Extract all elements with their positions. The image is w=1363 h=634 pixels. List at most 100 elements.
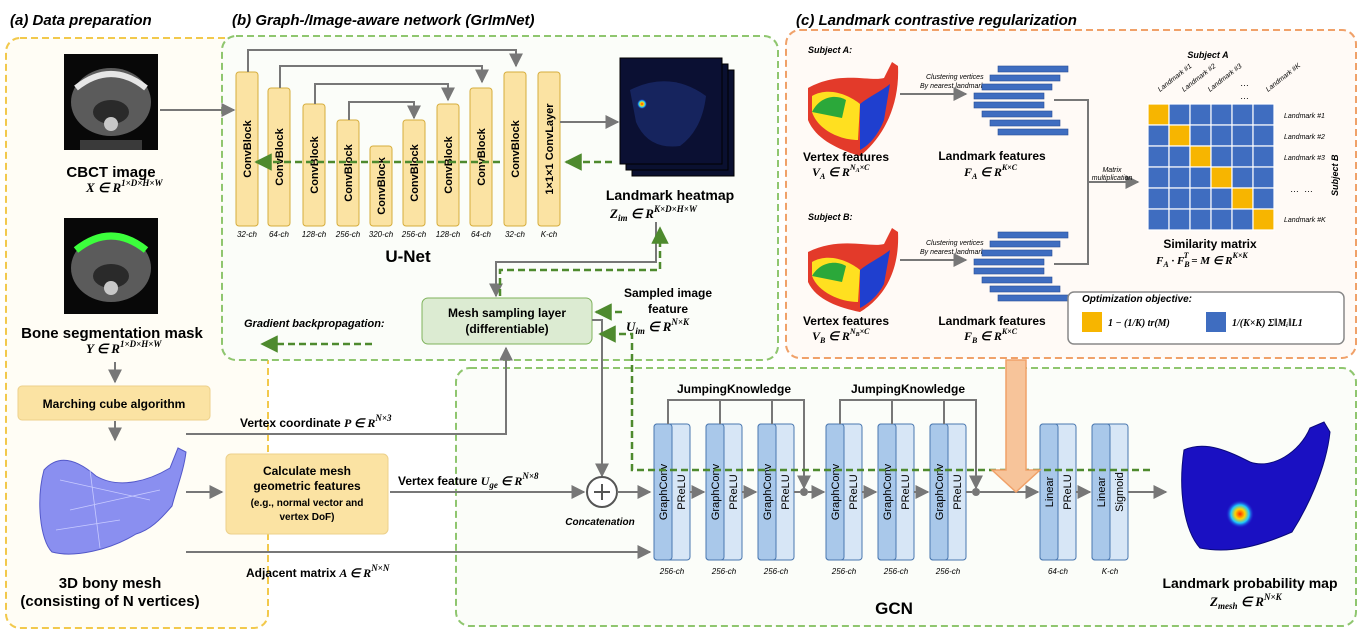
- sim-cell: [1231, 103, 1254, 126]
- marching-cube-box: [17, 385, 211, 421]
- subject-a-label: Subject A:: [808, 45, 852, 55]
- cluster-b-2: By nearest landmark: [920, 249, 985, 256]
- grad-label: Gradient backpropagation:: [244, 318, 385, 330]
- sim-cell: [1210, 145, 1233, 168]
- row-ellipsis-2: …: [1304, 184, 1313, 194]
- convblock-ch-6: 256-ch: [401, 230, 427, 239]
- convblock-label-7: ConvBlock: [443, 135, 455, 193]
- convblock-label-5: ConvBlock: [376, 156, 388, 214]
- cluster-a-2: By nearest landmark: [920, 83, 985, 90]
- sim-cell: [1231, 166, 1254, 189]
- jk2-label: JumpingKnowledge: [851, 382, 965, 396]
- subject-a-mesh: [808, 62, 899, 156]
- fb-math: FB ∈ RK×C: [963, 327, 1018, 345]
- matmul-1: Matrix: [1102, 167, 1122, 174]
- convblock-label-8: ConvBlock: [476, 127, 488, 185]
- block-b-label: PReLU: [676, 474, 688, 510]
- cbct-math: X ∈ R1×D×H×W: [85, 178, 164, 195]
- landmark-heatmap-stack: [619, 57, 735, 177]
- sim-cell: [1147, 166, 1170, 189]
- vb-math: VB ∈ RNB×C: [812, 327, 870, 345]
- geo-line3: (e.g., normal vector and: [251, 498, 364, 509]
- mask-math: Y ∈ R1×D×H×W: [86, 339, 162, 356]
- feature-bar: [981, 110, 1053, 118]
- sim-cell: [1252, 187, 1275, 210]
- sim-cell: [1189, 103, 1212, 126]
- va-math: VA ∈ RNA×C: [812, 163, 870, 181]
- block-b-label: PReLU: [780, 474, 792, 510]
- sim-cell: [1168, 166, 1191, 189]
- bony-mesh: [39, 447, 187, 555]
- block-b-label: PReLU: [900, 474, 912, 510]
- mask-title: Bone segmentation mask: [21, 325, 203, 342]
- contrastive-arrow: [990, 359, 1042, 494]
- sim-cell: [1252, 124, 1275, 147]
- sim-cell: [1168, 187, 1191, 210]
- feature-bar: [997, 231, 1069, 239]
- feature-bar: [989, 240, 1061, 248]
- subject-b-side: Subject B: [1330, 154, 1340, 196]
- row-label-1: Landmark #1: [1284, 113, 1325, 120]
- block-b-label: Sigmoid: [1114, 472, 1126, 512]
- sim-cell: [1168, 103, 1191, 126]
- heatmap-math: Zim ∈ RK×D×H×W: [609, 204, 698, 223]
- feature-bar: [997, 65, 1069, 73]
- cbct-title: CBCT image: [66, 164, 155, 181]
- landmark-feat-a: Landmark features: [938, 149, 1046, 163]
- sim-cell: [1252, 145, 1275, 168]
- heatmap-title: Landmark heatmap: [606, 187, 734, 203]
- mesh-sampling-box: [421, 297, 593, 345]
- feature-bar: [973, 267, 1045, 275]
- subject-a-top: Subject A: [1187, 50, 1228, 60]
- opt-title: Optimization objective:: [1082, 294, 1192, 305]
- sim-cell: [1210, 103, 1233, 126]
- sim-cell-diagonal: [1231, 187, 1254, 210]
- section-b-title: (b) Graph-/Image-aware network (GrImNet): [232, 12, 535, 29]
- convblock-label-9: ConvBlock: [510, 119, 522, 177]
- convblock-ch-1: 32-ch: [237, 230, 258, 239]
- sim-cell: [1147, 187, 1170, 210]
- convblock-ch-4: 256-ch: [335, 230, 361, 239]
- gcn-title: GCN: [875, 599, 913, 618]
- mesh-sampling-line2: (differentiable): [465, 322, 548, 336]
- sim-cell-diagonal: [1147, 103, 1170, 126]
- feature-bar: [989, 119, 1061, 127]
- convblock-label-2: ConvBlock: [274, 127, 286, 185]
- geo-line4: vertex DoF): [279, 512, 334, 523]
- block-b-label: PReLU: [728, 474, 740, 510]
- vertex-feat-a: Vertex features: [803, 150, 889, 164]
- sampled-math: Uim ∈ RN×K: [626, 317, 690, 336]
- sim-cell-diagonal: [1210, 166, 1233, 189]
- opt-blue-text: 1/(K×K) Σ‖Mᵢ‖L1: [1232, 318, 1303, 329]
- marching-cube-label: Marching cube algorithm: [43, 397, 186, 411]
- sim-cell: [1210, 208, 1233, 231]
- sim-cell: [1147, 145, 1170, 168]
- col-ellipsis-2: …: [1240, 91, 1249, 101]
- block-a-label: GraphConv: [710, 463, 722, 520]
- block-a-label: Linear: [1044, 476, 1056, 507]
- opt-blue-swatch: [1206, 312, 1226, 332]
- block-ch: 256-ch: [659, 567, 685, 576]
- opt-yellow-text: 1 − (1/K) tr(M): [1108, 318, 1170, 329]
- geo-feature-box: [225, 453, 389, 535]
- convblock-label-4: ConvBlock: [343, 143, 355, 201]
- mesh-title: 3D bony mesh: [59, 575, 162, 592]
- prob-title: Landmark probability map: [1162, 575, 1337, 591]
- skip-connections: [247, 49, 523, 120]
- landmark-feature-stack-a: [973, 65, 1069, 136]
- section-a-title: (a) Data preparation: [10, 12, 152, 29]
- sim-title: Similarity matrix: [1163, 237, 1257, 251]
- cluster-a-1: Clustering vertices: [926, 74, 984, 81]
- convblock-label-6: ConvBlock: [409, 143, 421, 201]
- feature-bar: [997, 294, 1069, 302]
- sim-cell: [1210, 187, 1233, 210]
